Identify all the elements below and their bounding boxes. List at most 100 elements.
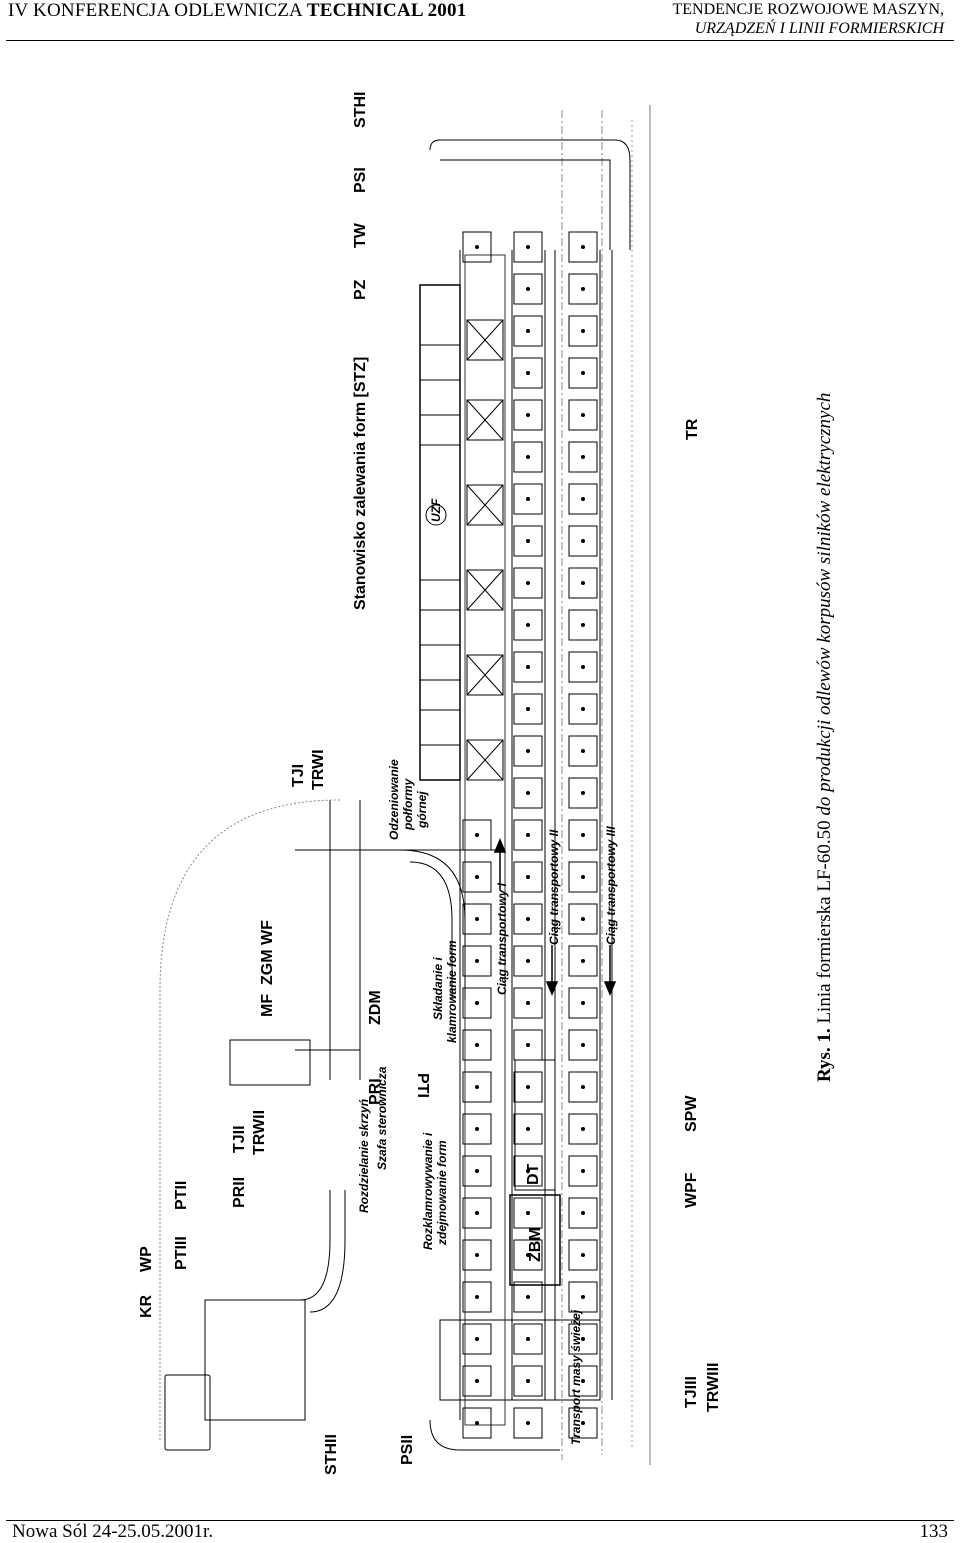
mold-box xyxy=(568,1239,598,1271)
mold-box xyxy=(513,1365,543,1397)
mold-box xyxy=(568,231,598,263)
page-number: 133 xyxy=(919,1521,949,1542)
mold-center xyxy=(581,581,585,585)
label-pz: PZ xyxy=(352,279,369,300)
mold-box xyxy=(513,483,543,515)
mold-center xyxy=(526,1421,530,1425)
label-pti: PTI xyxy=(414,1073,431,1098)
label-tji: TJI xyxy=(290,764,307,787)
mold-center xyxy=(526,1253,530,1257)
label-zgm-wf: ZGM WF xyxy=(259,920,276,985)
mold-center xyxy=(526,875,530,879)
mold-center xyxy=(581,1379,585,1383)
mold-center xyxy=(581,1337,585,1341)
mold-box xyxy=(513,315,543,347)
mold-center xyxy=(581,1295,585,1299)
mold-center xyxy=(526,245,530,249)
mold-center xyxy=(526,1127,530,1131)
note-odzeniowanie-2: połformy xyxy=(401,777,415,831)
mold-box xyxy=(568,1113,598,1145)
pouring-carriage xyxy=(466,739,504,781)
pouring-carriage xyxy=(466,654,504,696)
mold-box xyxy=(513,567,543,599)
footer-location-date: Nowa Sól 24-25.05.2001r. xyxy=(12,1521,214,1542)
mold-box xyxy=(513,609,543,641)
mold-box xyxy=(568,1323,598,1355)
mold-box xyxy=(513,987,543,1019)
note-odzeniowanie-3: górnej xyxy=(415,791,429,829)
mold-center xyxy=(526,455,530,459)
mold-box xyxy=(513,441,543,473)
mold-box xyxy=(568,1155,598,1187)
mold-center xyxy=(581,455,585,459)
mold-center xyxy=(526,1043,530,1047)
note-odzeniowanie-1: Odzeniowanie xyxy=(387,759,401,840)
label-sthi: STHI xyxy=(352,92,369,128)
mold-box xyxy=(513,777,543,809)
label-trwi: TRWI xyxy=(310,749,327,790)
mold-center xyxy=(581,791,585,795)
mold-box xyxy=(513,1197,543,1229)
mold-center xyxy=(475,1169,479,1173)
mold-box xyxy=(462,987,492,1019)
mold-box xyxy=(462,1155,492,1187)
mold-box xyxy=(513,1113,543,1145)
mold-center xyxy=(475,245,479,249)
mold-center xyxy=(581,1169,585,1173)
note-ciag-2: Ciąg transportowy II xyxy=(547,829,561,945)
label-uzf: UZF xyxy=(429,498,443,522)
mold-box xyxy=(462,1113,492,1145)
mold-box xyxy=(513,903,543,935)
mold-center xyxy=(581,833,585,837)
mold-center xyxy=(581,917,585,921)
note-skladanie-2: klamrowanie form xyxy=(445,940,459,1043)
mold-box xyxy=(568,1365,598,1397)
note-transport-masy: Transport masy świeżej xyxy=(569,1309,583,1445)
note-rozklamrowywanie-1: Rozklamrowywanie i xyxy=(421,1132,435,1250)
mold-box xyxy=(568,567,598,599)
mold-box xyxy=(462,231,492,263)
mold-center xyxy=(581,329,585,333)
mold-center xyxy=(526,497,530,501)
label-tr: TR xyxy=(684,418,701,440)
mold-center xyxy=(581,245,585,249)
label-prii: PRII xyxy=(231,1177,248,1208)
label-trwiii: TRWIII xyxy=(705,1363,722,1412)
mold-box xyxy=(462,1239,492,1271)
mold-center xyxy=(581,1253,585,1257)
mold-center xyxy=(581,623,585,627)
mold-center xyxy=(581,749,585,753)
mold-box xyxy=(462,1365,492,1397)
mold-box xyxy=(568,777,598,809)
mold-box xyxy=(513,273,543,305)
figure-caption: Rys. 1. Linia formierska LF-60.50 do pro… xyxy=(814,393,835,1082)
label-tjii: TJII xyxy=(231,1125,248,1153)
mold-center xyxy=(526,1295,530,1299)
mold-center xyxy=(581,497,585,501)
mold-center xyxy=(581,1085,585,1089)
label-wp: WP xyxy=(138,1246,155,1272)
label-kr: KR xyxy=(138,1294,155,1318)
mold-center xyxy=(475,1421,479,1425)
mold-center xyxy=(475,1001,479,1005)
mold-center xyxy=(526,707,530,711)
label-stz: Stanowisko zalewania form [STZ] xyxy=(352,357,369,610)
mold-box xyxy=(568,357,598,389)
label-trwii: TRWII xyxy=(251,1110,268,1155)
label-ptiii: PTIII xyxy=(173,1236,190,1270)
mold-box xyxy=(513,819,543,851)
mold-center xyxy=(475,959,479,963)
mold-box xyxy=(568,315,598,347)
pouring-carriage xyxy=(466,319,504,361)
mold-box xyxy=(462,1323,492,1355)
mold-box xyxy=(568,819,598,851)
label-pri: PRI xyxy=(367,1078,384,1105)
mold-box xyxy=(568,1071,598,1103)
label-tjiii: TJIII xyxy=(683,1376,700,1408)
mold-center xyxy=(526,371,530,375)
mold-center xyxy=(581,707,585,711)
mold-center xyxy=(526,1169,530,1173)
mold-center xyxy=(526,287,530,291)
label-spw: SPW xyxy=(683,1095,700,1132)
